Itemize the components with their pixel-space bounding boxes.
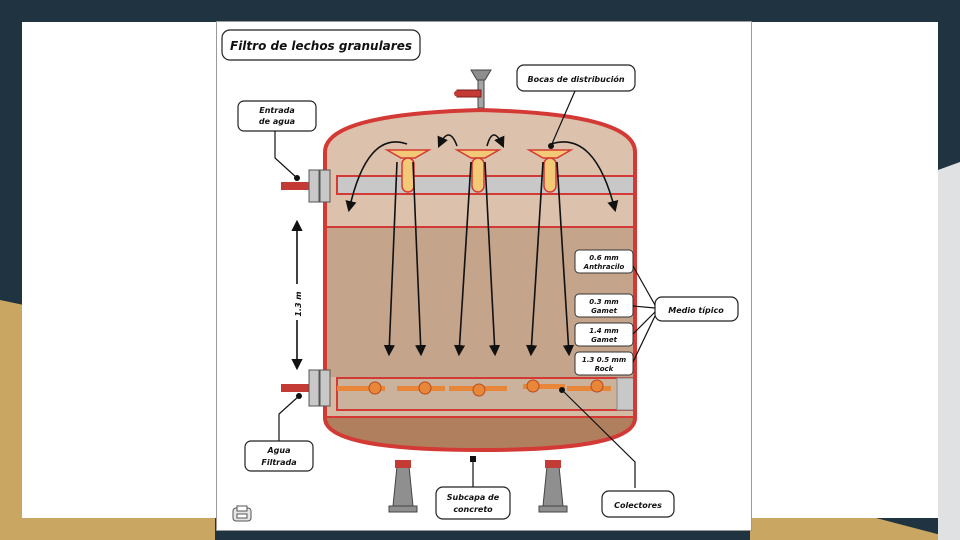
media-label-rock: 1.3 0.5 mm Rock [574,351,634,376]
svg-text:Bocas de distribución: Bocas de distribución [527,74,624,84]
svg-text:1.3 m: 1.3 m [294,291,303,316]
svg-text:de agua: de agua [259,117,295,126]
svg-text:Colectores: Colectores [614,501,662,510]
svg-text:1.4 mm: 1.4 mm [589,327,618,335]
collector-strainer [449,383,507,397]
media-label-garnet-fine: 0.3 mm Gamet [574,293,634,318]
outlet-flange [281,369,331,407]
svg-text:Entrada: Entrada [259,106,294,115]
svg-text:Gamet: Gamet [591,307,618,315]
media-label-garnet-coarse: 1.4 mm Gamet [574,322,634,347]
svg-text:Medio típico: Medio típico [668,306,724,315]
support-leg [388,460,418,513]
printer-icon[interactable] [232,505,252,522]
diagram-frame: Filtro de lechos granulares [216,21,752,531]
filter-diagram: Filtro de lechos granulares [221,29,739,522]
gray-accent-shape [938,162,960,540]
svg-text:Subcapa de: Subcapa de [447,493,500,502]
svg-text:concreto: concreto [453,505,493,514]
top-valve [454,69,492,109]
svg-text:0.6 mm: 0.6 mm [589,254,618,262]
distribution-nozzle [526,149,574,193]
collector-strainer [567,379,611,393]
svg-text:Filtrada: Filtrada [261,458,296,467]
inlet-flange [281,169,331,203]
collector-strainer [523,379,565,393]
typical-media-label: Medio típico [632,265,739,363]
tank-shell [323,107,637,453]
svg-text:Gamet: Gamet [591,336,618,344]
outlet-label: Agua Filtrada [244,393,314,472]
collector-pipe [336,377,635,411]
collectors-label: Colectores [559,387,675,518]
collector-strainer [337,381,385,395]
flow-arrows [345,134,619,357]
support-leg [538,460,568,513]
svg-text:Rock: Rock [595,365,615,373]
svg-text:0.3 mm: 0.3 mm [589,298,618,306]
svg-text:Agua: Agua [266,446,290,455]
svg-text:Anthracilo: Anthracilo [583,263,625,271]
inlet-label: Entrada de agua [237,100,317,181]
concrete-label: Subcapa de concreto [435,456,511,520]
diagram-title: Filtro de lechos granulares [221,29,421,61]
svg-text:1.3 0.5 mm: 1.3 0.5 mm [582,356,626,364]
distribution-nozzle [454,149,502,193]
collector-strainer [397,381,445,395]
svg-text:Filtro de lechos granulares: Filtro de lechos granulares [230,39,412,53]
media-label-anthracite: 0.6 mm Anthracilo [574,249,634,274]
distribution-label: Bocas de distribución [516,64,636,149]
height-dimension: 1.3 m [290,219,304,371]
distribution-nozzle [384,149,432,193]
